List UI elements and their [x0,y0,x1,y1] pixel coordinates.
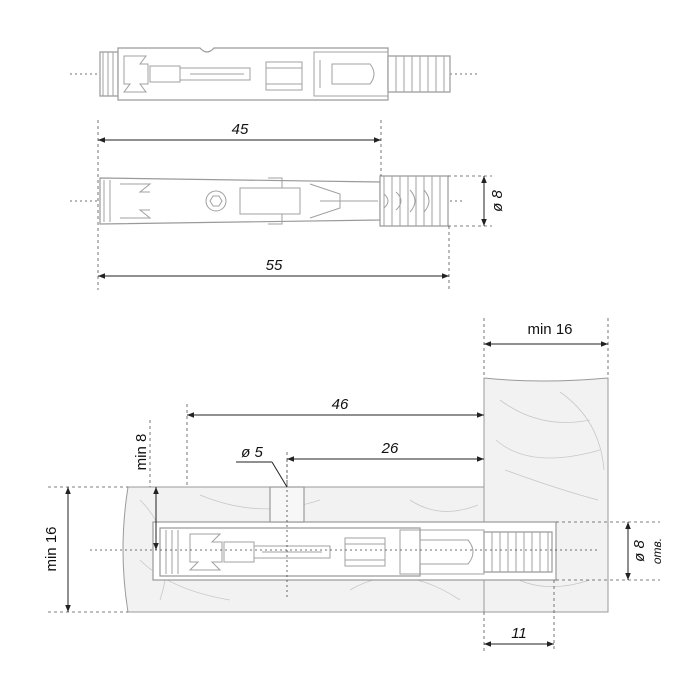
dim-diameter-8-hole: ø 8 отв. [556,521,664,581]
dim-46-label: 46 [332,396,349,413]
dim-diameter-8-hole-label: ø 8 [631,540,648,562]
connector-side-view [70,175,465,227]
dim-45: 45 [97,120,382,290]
dim-min16-panel: min 16 [483,318,609,378]
dim-diameter-5: ø 5 [236,444,288,488]
dim-45-label: 45 [232,121,249,138]
dim-46: 46 [186,396,484,487]
dim-55: 55 [98,226,450,290]
dim-55-label: 55 [266,257,283,274]
dim-diameter-8-top-label: ø 8 [489,190,506,212]
hole-note-label: отв. [650,538,664,564]
dim-min8-label: min 8 [133,434,150,471]
dim-min8: min 8 [133,420,159,550]
dim-11: 11 [483,580,555,652]
dim-26: 26 [286,440,484,487]
connector-top-view [70,47,480,101]
dim-diameter-5-label: ø 5 [241,444,263,461]
connector-assembled [159,527,553,577]
dim-min16-side: min 16 [43,486,128,613]
dim-diameter-8-top: ø 8 [448,175,506,227]
dim-min16-panel-label: min 16 [527,321,572,338]
dim-11-label: 11 [511,625,527,642]
dim-26-label: 26 [381,440,399,457]
dim-min16-side-label: min 16 [43,526,60,571]
